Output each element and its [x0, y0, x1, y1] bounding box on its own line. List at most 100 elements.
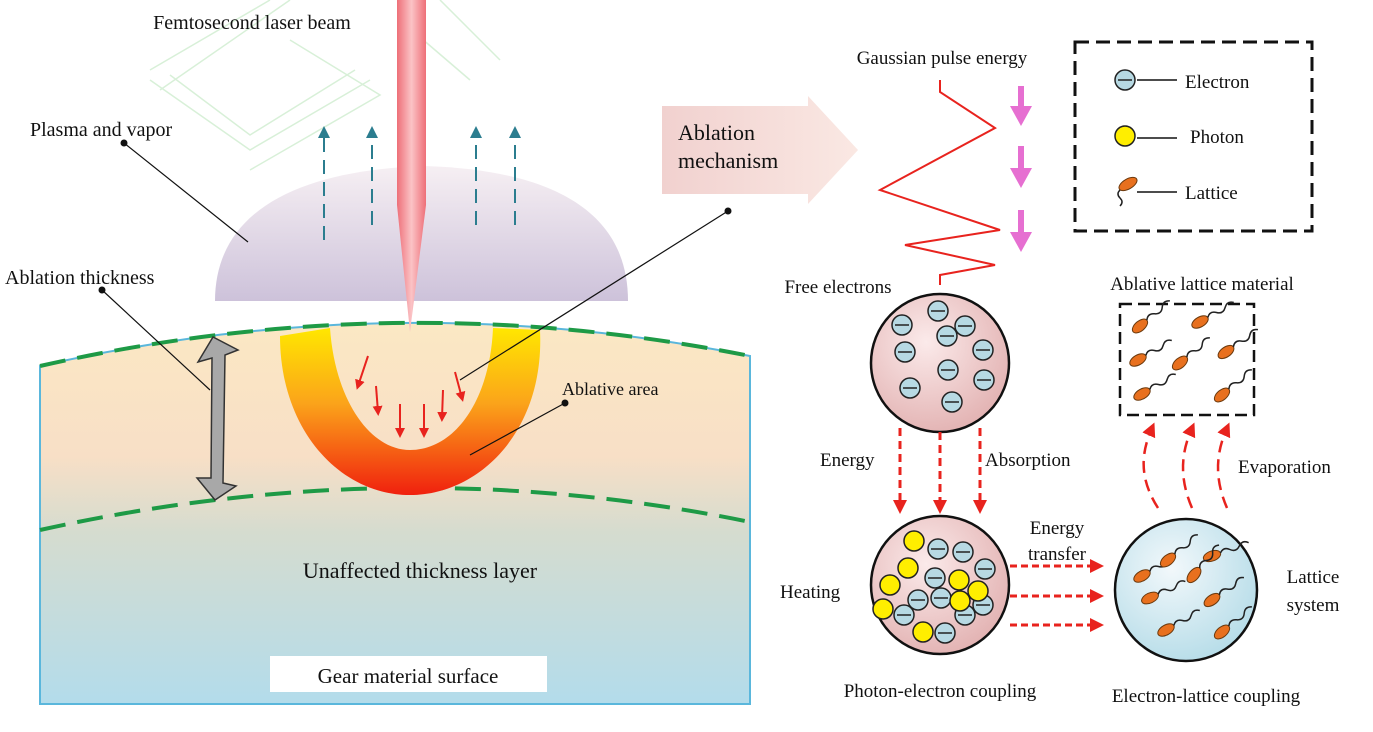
electron-particle	[924, 567, 946, 589]
heat-arrow	[437, 389, 448, 422]
legend-electron-label: Electron	[1185, 72, 1250, 93]
mechanism-arrow: Ablation mechanism	[662, 96, 858, 204]
ablation-thickness-label: Ablation thickness	[5, 267, 155, 289]
free-electrons-group	[891, 300, 995, 413]
laser-beam-label: Femtosecond laser beam	[153, 12, 351, 34]
electron-particle	[934, 622, 956, 644]
ablative-area-label: Ablative area	[562, 379, 658, 399]
thickness-leader	[98, 286, 211, 391]
electron-particle	[930, 587, 952, 609]
electron-particle	[954, 315, 976, 337]
ablative-lattice-label: Ablative lattice material	[1110, 274, 1294, 295]
lattice-system-ball	[1113, 517, 1259, 663]
photon-particle	[897, 557, 919, 579]
electron-particle	[952, 541, 974, 563]
photon-particle	[903, 530, 925, 552]
electron-particle	[972, 339, 994, 361]
lattice-particle	[1191, 301, 1234, 329]
legend-lattice: Lattice	[1117, 176, 1238, 207]
gear-surface-label: Gear material surface	[318, 664, 499, 688]
plasma-label: Plasma and vapor	[30, 119, 173, 141]
photon-particle	[948, 569, 970, 591]
absorption-arrows	[893, 428, 987, 514]
leader-lines	[98, 139, 732, 456]
photon-particle	[949, 590, 971, 612]
top-boundary-dash	[39, 320, 751, 368]
electron-particle	[894, 341, 916, 363]
ablative-area-leader	[469, 399, 569, 456]
lattice-system-label-line2: system	[1287, 595, 1340, 616]
electron-particle	[907, 589, 929, 611]
lattice-particle	[1171, 337, 1210, 371]
lattice-particle	[1186, 544, 1220, 584]
lattice-particle	[1213, 606, 1252, 640]
heat-arrow	[372, 385, 383, 416]
mechanism-leader	[459, 207, 732, 381]
lattice-ball-group	[1133, 534, 1252, 640]
lattice-particle	[1133, 373, 1176, 401]
energy-transfer-label-line2: transfer	[1028, 544, 1087, 565]
electron-particle	[974, 558, 996, 580]
evaporation-label: Evaporation	[1238, 457, 1331, 478]
legend-photon-label: Photon	[1190, 127, 1244, 148]
lattice-particle	[1203, 576, 1245, 608]
evaporation-arrow	[1216, 422, 1231, 509]
photon-particle	[967, 580, 989, 602]
heating-label: Heating	[780, 582, 841, 603]
mechanism-label-line1: Ablation	[678, 120, 755, 145]
lattice-particle	[1213, 369, 1252, 403]
mixed-particles-group	[872, 530, 996, 644]
heat-arrow	[454, 371, 466, 402]
electron-particle	[937, 359, 959, 381]
gaussian-label: Gaussian pulse energy	[857, 48, 1028, 69]
energy-label: Energy	[820, 450, 875, 471]
laser-beam	[397, 0, 426, 332]
energy-transfer-label-line1: Energy	[1030, 518, 1085, 539]
gear-surface-box: Gear material surface	[270, 656, 547, 692]
thickness-arrow	[195, 336, 240, 502]
legend-box: Electron Photon Lattice	[1073, 40, 1314, 233]
mechanism-label-line2: mechanism	[678, 148, 778, 173]
plasma-leader	[120, 139, 249, 243]
legend-electron: Electron	[1114, 69, 1250, 93]
lattice-particle	[1131, 300, 1170, 334]
evaporation-arrow	[1142, 422, 1160, 509]
evaporation-arrows	[1142, 422, 1231, 509]
lattice-particle	[1159, 534, 1198, 568]
transfer-arrows	[1010, 559, 1104, 632]
lattice-system-label-line1: Lattice	[1287, 567, 1340, 588]
lattice-particle	[1129, 339, 1172, 367]
vapor-arrows	[318, 126, 521, 240]
photon-particle	[872, 598, 894, 620]
heat-arrow	[355, 355, 369, 390]
lattice-particle	[1141, 580, 1186, 605]
electron-particle	[899, 377, 921, 399]
photon-icon	[1114, 125, 1136, 147]
ablative-lattice-group	[1129, 300, 1259, 403]
electron-particle	[927, 300, 949, 322]
electron-particle	[891, 314, 913, 336]
electron-lattice-coupling-label: Electron-lattice coupling	[1112, 686, 1301, 707]
electron-particle	[893, 604, 915, 626]
photon-particle	[879, 574, 901, 596]
free-electrons-label: Free electrons	[784, 277, 891, 298]
absorption-label: Absorption	[985, 450, 1071, 471]
lattice-particle	[1157, 609, 1200, 637]
legend-lattice-label: Lattice	[1185, 183, 1238, 204]
electron-particle	[973, 369, 995, 391]
lattice-particle	[1217, 328, 1259, 360]
crater-arrows	[355, 355, 466, 438]
gaussian-pulse	[877, 80, 1001, 285]
evaporation-arrow	[1181, 422, 1196, 509]
photon-electron-coupling-label: Photon-electron coupling	[844, 681, 1037, 702]
unaffected-layer-label: Unaffected thickness layer	[303, 558, 538, 583]
electron-particle	[936, 325, 958, 347]
ablation-crater	[280, 328, 541, 495]
legend-photon: Photon	[1114, 125, 1244, 148]
lattice-icon	[1118, 176, 1138, 192]
photon-particle	[912, 621, 934, 643]
electron-particle	[941, 391, 963, 413]
electron-particle	[927, 538, 949, 560]
